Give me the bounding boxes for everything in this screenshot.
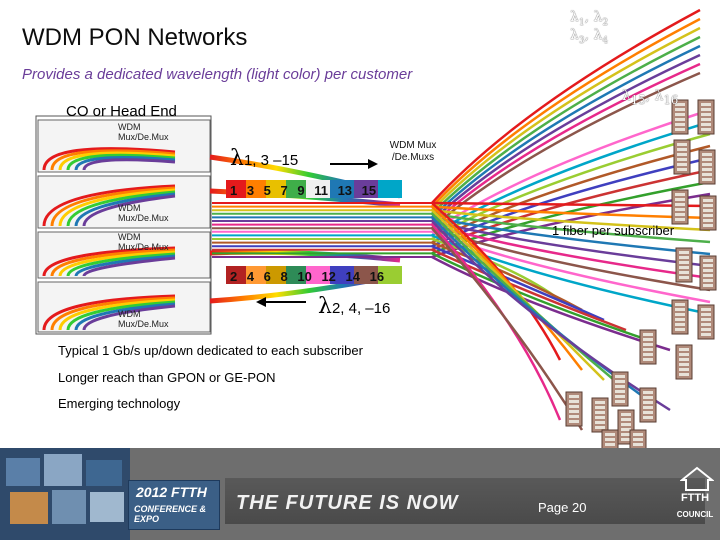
subscriber-building-icon	[671, 189, 689, 225]
odd-channel-blocks	[226, 180, 402, 198]
even-channel-blocks	[226, 266, 402, 284]
lambda-1-2-label: λ1, λ2	[570, 9, 609, 28]
mux-box-1	[37, 119, 211, 173]
ftth-council-house-icon	[680, 466, 714, 491]
subscriber-building-icon	[673, 139, 691, 175]
slide-title: WDM PON Networks	[22, 24, 248, 51]
expo-logo-box	[128, 480, 220, 530]
lambda-symbol: λ	[230, 146, 244, 171]
subscriber-fiber	[431, 208, 711, 232]
subscriber-building-icon	[639, 329, 657, 365]
right-arrow	[330, 159, 378, 169]
subscriber-fiber	[431, 223, 711, 280]
left-arrow	[256, 297, 306, 307]
odd-lambda-rest: 1, 3 –15	[243, 152, 299, 169]
subscriber-fiber	[431, 212, 627, 391]
subscriber-fiber	[431, 216, 711, 256]
subscriber-fiber	[431, 205, 711, 220]
co-head-end-label: CO or Head End	[66, 103, 177, 120]
subscriber-buildings	[565, 99, 717, 465]
footer-tagline: THE FUTURE IS NOW	[236, 492, 459, 514]
subscriber-fiber	[431, 220, 671, 412]
subscriber-fiber	[431, 255, 671, 352]
subscriber-fiber	[431, 26, 701, 212]
subscriber-building-icon	[698, 149, 716, 185]
ftth-council-sub: COUNCIL	[676, 510, 714, 519]
subscriber-building-icon	[671, 99, 689, 135]
subscriber-fiber	[431, 53, 701, 222]
subscriber-fiber	[431, 8, 701, 204]
fiber-bundle	[212, 202, 432, 258]
co-frame	[35, 115, 212, 335]
subscriber-building-icon	[611, 371, 629, 407]
page-number: Page 20	[538, 500, 587, 515]
subscriber-fiber	[431, 35, 701, 215]
wdm-mux-label: WDM Mux /De.Muxs	[389, 140, 437, 163]
subscriber-fiber	[431, 17, 701, 208]
subscriber-fiber	[431, 120, 711, 237]
lambda-3-4-label: λ3, λ4	[570, 27, 609, 46]
mux-label-4: WDM Mux/De.Mux	[118, 309, 169, 329]
mux-label-3: WDM Mux/De.Mux	[118, 232, 169, 252]
subscriber-building-icon	[591, 397, 609, 433]
subscriber-fiber	[431, 248, 627, 332]
subscriber-building-icon	[699, 195, 717, 231]
subscriber-fiber	[431, 252, 649, 342]
fanout-fibers	[431, 8, 711, 431]
slide-subtitle: Provides a dedicated wavelength (light c…	[22, 66, 413, 83]
mux-label-2: WDM Mux/De.Mux	[118, 203, 169, 223]
subscriber-fiber	[431, 209, 605, 381]
subscriber-building-icon	[699, 255, 717, 291]
expo-subtitle: CONFERENCE & EXPO	[134, 504, 207, 524]
odd-channel-numbers: 1 3 5 7 9 11 13 15	[230, 183, 377, 198]
subscriber-building-icon	[697, 99, 715, 135]
subscriber-fiber	[431, 201, 711, 208]
subscriber-fiber	[431, 227, 584, 431]
fiber-per-subscriber-label: 1 fiber per subscriber	[552, 223, 675, 238]
subscriber-fiber	[431, 44, 701, 219]
mux-box-2	[37, 175, 211, 229]
expo-title: 2012 FTTH	[136, 484, 207, 500]
subscriber-fiber	[431, 108, 711, 233]
subscriber-building-icon	[697, 304, 715, 340]
mux-box-4	[37, 281, 211, 333]
subscriber-building-icon	[639, 387, 657, 423]
bullet-3: Emerging technology	[58, 396, 181, 411]
ftth-council-title: FTTH	[680, 492, 710, 504]
mux-label-1: WDM Mux/De.Mux	[118, 122, 169, 142]
even-channel-numbers: 2 4 6 8 10 12 14 16	[230, 269, 385, 284]
even-lambda-label: λ2, 4, –16	[318, 294, 390, 319]
subscriber-fiber	[431, 212, 711, 244]
footer-photo-collage	[0, 448, 130, 540]
subscriber-fiber	[431, 245, 605, 322]
odd-lambda-label: λ1, 3 –15	[230, 146, 298, 171]
bullet-1: Typical 1 Gb/s up/down dedicated to each…	[58, 343, 363, 358]
subscriber-building-icon	[671, 299, 689, 335]
subscriber-building-icon	[675, 344, 693, 380]
subscriber-building-icon	[565, 391, 583, 427]
subscriber-building-icon	[675, 247, 693, 283]
lambda-symbol: λ	[318, 294, 332, 319]
even-lambda-rest: 2, 4, –16	[331, 300, 391, 317]
mux-box-3	[37, 231, 211, 279]
tagline-band	[225, 478, 705, 524]
lambda-15-16-label: λ15, λ16	[622, 88, 679, 107]
bullet-2: Longer reach than GPON or GE-PON	[58, 370, 276, 385]
